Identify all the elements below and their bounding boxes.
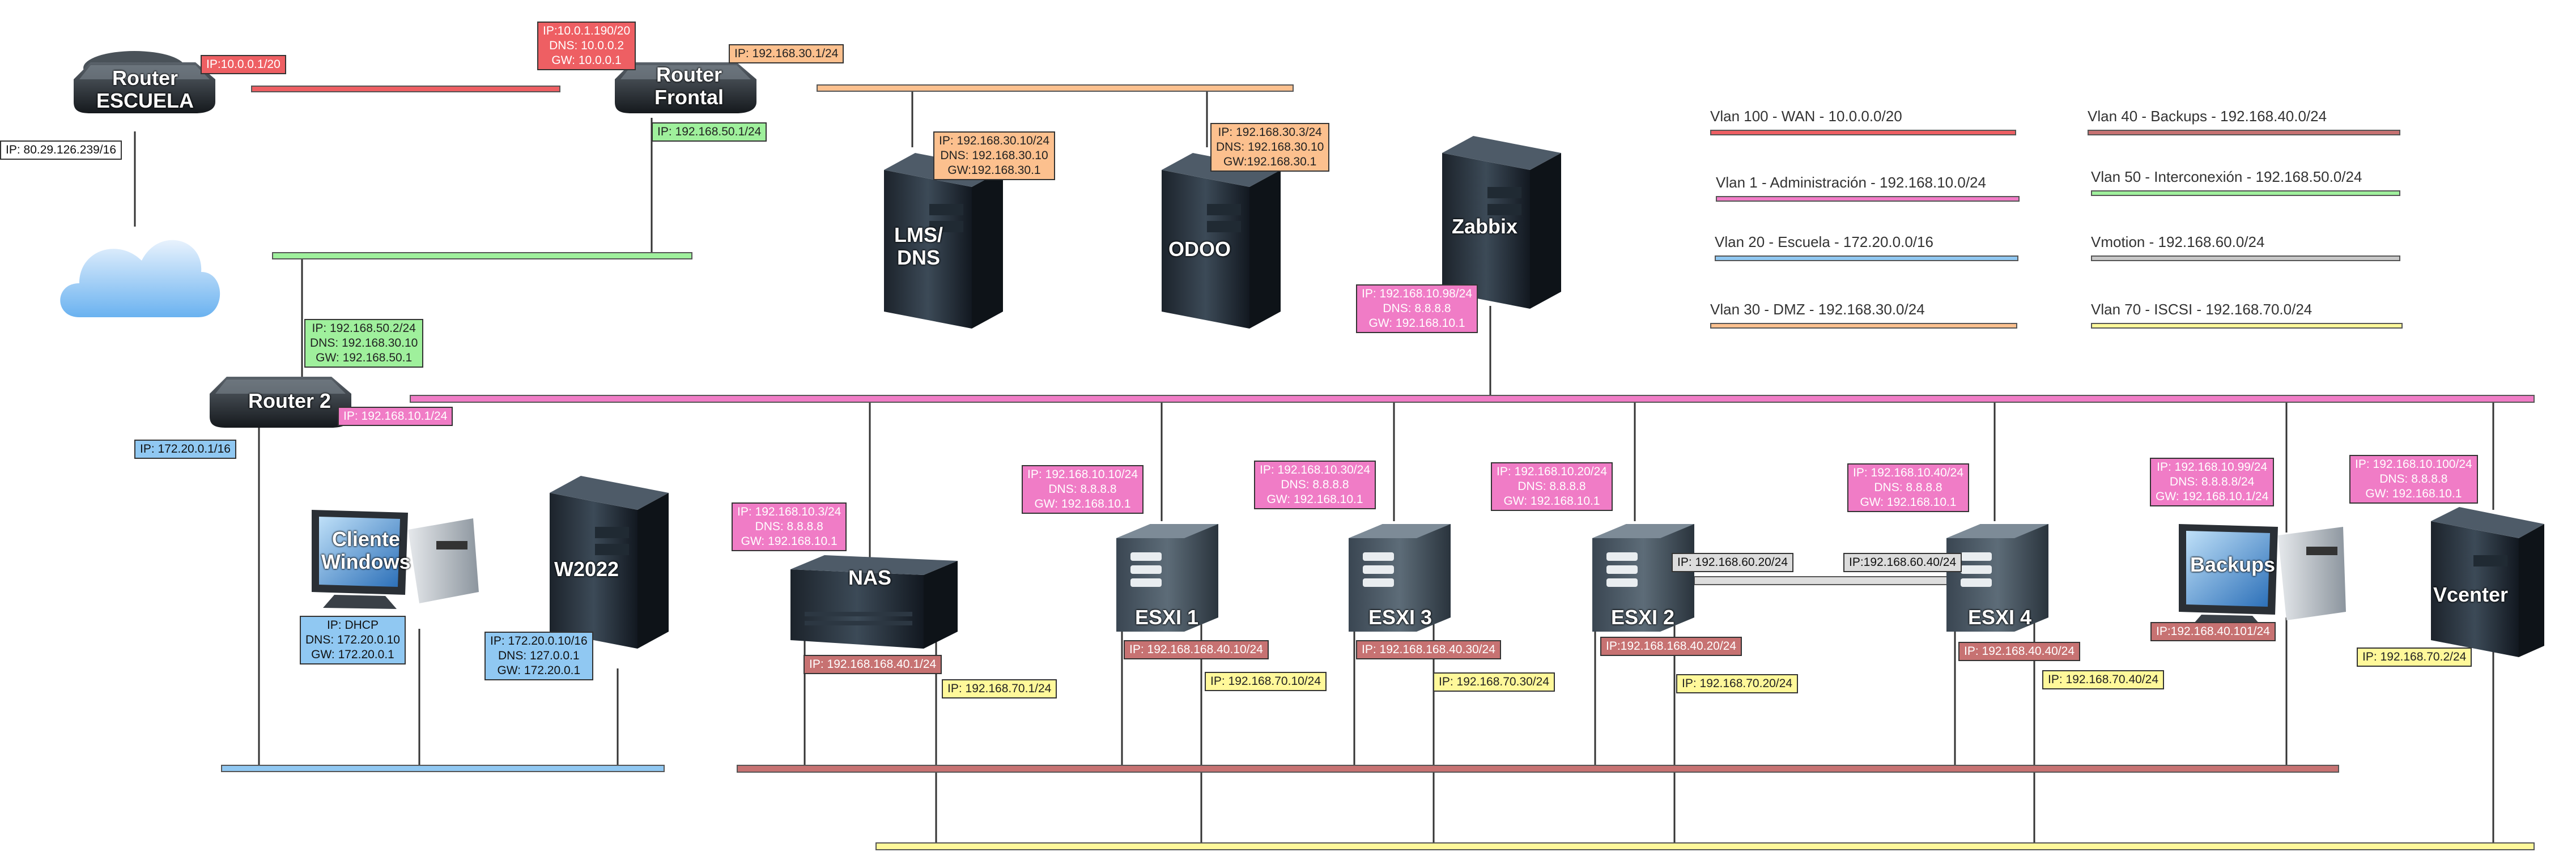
esxi-2-iscsi-ip: IP: 192.168.70.20/24 bbox=[1676, 674, 1798, 693]
cliente-windows-name: Cliente Windows bbox=[321, 527, 411, 573]
legend-swatch bbox=[2091, 255, 2400, 261]
esxi-1-iscsi-ip: IP: 192.168.70.10/24 bbox=[1205, 672, 1327, 691]
esxi-4-name: ESXI 4 bbox=[1968, 606, 2032, 629]
w2022-ip-config: IP: 172.20.0.10/16 DNS: 127.0.0.1 GW: 17… bbox=[484, 632, 593, 680]
legend-swatch bbox=[1710, 323, 2017, 329]
esxi-4-icon bbox=[1946, 524, 2048, 632]
vcenter-admin-ip-config: IP: 192.168.10.100/24 DNS: 8.8.8.8 GW: 1… bbox=[2349, 455, 2478, 504]
internet-cloud-icon bbox=[60, 240, 220, 317]
router-frontal-interconexion-ip: IP: 192.168.50.1/24 bbox=[652, 122, 767, 142]
nas-icon bbox=[790, 555, 958, 649]
wan-vlan-bar bbox=[251, 86, 560, 92]
esxi-4-vmotion-ip: IP:192.168.60.40/24 bbox=[1843, 553, 1962, 572]
legend-item-iscsi: Vlan 70 - ISCSI - 192.168.70.0/24 bbox=[2091, 301, 2403, 329]
esxi-3-iscsi-ip: IP: 192.168.70.30/24 bbox=[1433, 672, 1555, 692]
legend-swatch bbox=[1715, 255, 2018, 261]
legend-item-label: Vlan 50 - Interconexión - 192.168.50.0/2… bbox=[2091, 168, 2362, 185]
legend-item-dmz: Vlan 30 - DMZ - 192.168.30.0/24 bbox=[1710, 301, 2017, 329]
esxi-3-icon bbox=[1349, 524, 1451, 632]
legend-item-label: Vlan 30 - DMZ - 192.168.30.0/24 bbox=[1710, 301, 1925, 318]
legend-item-label: Vlan 20 - Escuela - 172.20.0.0/16 bbox=[1715, 233, 1933, 250]
esxi-4-backups-ip: IP: 192.168.40.40/24 bbox=[1958, 642, 2080, 661]
cliente-windows-ip-config: IP: DHCP DNS: 172.20.0.10 GW: 172.20.0.1 bbox=[300, 616, 406, 664]
router-2-interconexion-config: IP: 192.168.50.2/24 DNS: 192.168.30.10 G… bbox=[304, 319, 424, 368]
router-2-icon bbox=[210, 377, 351, 428]
esxi-2-backups-ip: IP:192.168.168.40.20/24 bbox=[1600, 637, 1742, 656]
legend-item-label: Vlan 40 - Backups - 192.168.40.0/24 bbox=[2088, 108, 2327, 125]
router-escuela-name: Router ESCUELA bbox=[96, 66, 194, 112]
esxi-4-iscsi-ip: IP: 192.168.70.40/24 bbox=[2042, 670, 2164, 689]
nas-iscsi-ip: IP: 192.168.70.1/24 bbox=[942, 679, 1057, 698]
interconexion-vlan-bar bbox=[272, 252, 692, 259]
legend-item-label: Vmotion - 192.168.60.0/24 bbox=[2091, 233, 2265, 250]
esxi-1-admin-ip-config: IP: 192.168.10.10/24 DNS: 8.8.8.8 GW: 19… bbox=[1022, 465, 1144, 514]
zabbix-ip-config: IP: 192.168.10.98/24 DNS: 8.8.8.8 GW: 19… bbox=[1356, 284, 1478, 333]
w2022-name: W2022 bbox=[554, 557, 619, 581]
cliente-windows-pc-icon bbox=[312, 510, 479, 609]
vcenter-iscsi-ip: IP: 192.168.70.2/24 bbox=[2357, 647, 2472, 667]
legend-item-label: Vlan 70 - ISCSI - 192.168.70.0/24 bbox=[2091, 301, 2313, 318]
vmotion-vlan-bar bbox=[1694, 576, 1950, 585]
vcenter-server-icon bbox=[2431, 507, 2544, 657]
esxi-4-admin-ip-config: IP: 192.168.10.40/24 DNS: 8.8.8.8 GW: 19… bbox=[1847, 463, 1969, 512]
escuela-vlan-bar bbox=[221, 765, 665, 772]
lms-name: LMS/ DNS bbox=[894, 223, 943, 269]
esxi-2-admin-ip-config: IP: 192.168.10.20/24 DNS: 8.8.8.8 GW: 19… bbox=[1491, 462, 1613, 511]
legend-item-wan: Vlan 100 - WAN - 10.0.0.0/20 bbox=[1710, 108, 2016, 135]
backups-pc-icon bbox=[2179, 524, 2346, 629]
legend-item-label: Vlan 1 - Administración - 192.168.10.0/2… bbox=[1716, 174, 1986, 191]
router-2-escuela-ip: IP: 172.20.0.1/16 bbox=[134, 440, 236, 459]
legend-item-interconexion: Vlan 50 - Interconexión - 192.168.50.0/2… bbox=[2091, 168, 2400, 196]
router-2-admin-ip: IP: 192.168.10.1/24 bbox=[338, 407, 453, 426]
admin-vlan-bar bbox=[410, 395, 2535, 403]
zabbix-name: Zabbix bbox=[1452, 215, 1518, 238]
router-frontal-name: Router Frontal bbox=[654, 63, 724, 109]
router-frontal-icon bbox=[615, 62, 756, 113]
w2022-server-icon bbox=[550, 476, 669, 649]
legend-item-label: Vlan 100 - WAN - 10.0.0.0/20 bbox=[1710, 108, 1902, 125]
esxi-3-backups-ip: IP: 192.168.168.40.30/24 bbox=[1356, 640, 1501, 659]
dmz-vlan-bar bbox=[817, 84, 1294, 92]
esxi-3-name: ESXI 3 bbox=[1368, 606, 1432, 629]
backups-vlan-bar bbox=[737, 765, 2339, 773]
iscsi-vlan-bar bbox=[875, 842, 2535, 850]
legend-swatch bbox=[1716, 196, 2020, 202]
backups-name: Backups bbox=[2190, 553, 2276, 576]
legend-item-backups: Vlan 40 - Backups - 192.168.40.0/24 bbox=[2088, 108, 2400, 135]
legend-item-escuela: Vlan 20 - Escuela - 172.20.0.0/16 bbox=[1715, 233, 2021, 261]
legend-swatch bbox=[2091, 323, 2403, 329]
esxi-1-icon bbox=[1116, 524, 1218, 632]
odoo-ip-config: IP: 192.168.30.3/24 DNS: 192.168.30.10 G… bbox=[1210, 123, 1330, 172]
esxi-2-icon bbox=[1592, 524, 1694, 632]
legend-swatch bbox=[2088, 130, 2400, 135]
odoo-name: ODOO bbox=[1168, 237, 1231, 261]
esxi-1-backups-ip: IP: 192.168.168.40.10/24 bbox=[1124, 640, 1269, 659]
router-2-name: Router 2 bbox=[248, 389, 331, 412]
esxi-2-name: ESXI 2 bbox=[1611, 606, 1675, 629]
backups-backups-ip: IP:192.168.40.101/24 bbox=[2150, 622, 2276, 641]
legend-item-vmotion: Vmotion - 192.168.60.0/24 bbox=[2091, 233, 2400, 261]
vcenter-name: Vcenter bbox=[2433, 583, 2509, 606]
nas-admin-ip-config: IP: 192.168.10.3/24 DNS: 8.8.8.8 GW: 192… bbox=[732, 502, 847, 551]
legend-swatch bbox=[1710, 130, 2016, 135]
router-frontal-wan-config: IP:10.0.1.190/20 DNS: 10.0.0.2 GW: 10.0.… bbox=[537, 22, 636, 70]
router-escuela-public-ip: IP: 80.29.126.239/16 bbox=[0, 140, 122, 160]
esxi-3-admin-ip-config: IP: 192.168.10.30/24 DNS: 8.8.8.8 GW: 19… bbox=[1254, 461, 1376, 509]
legend-swatch bbox=[2091, 190, 2400, 196]
lms-ip-config: IP: 192.168.30.10/24 DNS: 192.168.30.10 … bbox=[933, 131, 1055, 180]
router-escuela-icon bbox=[74, 51, 215, 113]
zabbix-server-icon bbox=[1442, 136, 1561, 309]
vlan-bars bbox=[221, 84, 2535, 850]
router-escuela-wan-ip: IP:10.0.0.1/20 bbox=[201, 55, 286, 74]
nas-backups-ip: IP: 192.168.168.40.1/24 bbox=[804, 655, 942, 674]
router-frontal-dmz-ip: IP: 192.168.30.1/24 bbox=[729, 44, 844, 63]
esxi-2-vmotion-ip: IP: 192.168.60.20/24 bbox=[1672, 553, 1793, 572]
nas-name: NAS bbox=[848, 566, 892, 589]
backups-admin-ip-config: IP: 192.168.10.99/24 DNS: 8.8.8.8/24 GW:… bbox=[2150, 458, 2275, 506]
esxi-1-name: ESXI 1 bbox=[1135, 606, 1199, 629]
legend-item-admin: Vlan 1 - Administración - 192.168.10.0/2… bbox=[1716, 174, 2022, 202]
